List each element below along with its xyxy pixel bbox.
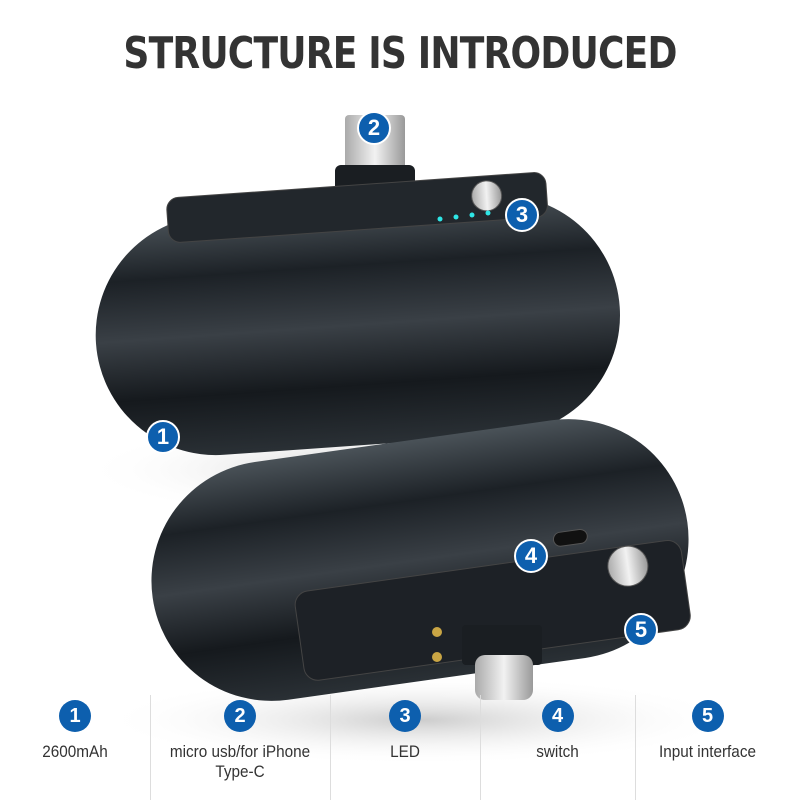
legend-item: 5 Input interface <box>635 695 780 800</box>
page-title: STRUCTURE IS INTRODUCED <box>123 28 677 79</box>
legend-label-line1: micro usb/for iPhone <box>169 742 311 761</box>
callout-badge-2: 2 <box>357 111 391 145</box>
divider <box>330 695 331 800</box>
legend-item: 4 switch <box>480 695 635 800</box>
legend-badge: 3 <box>389 700 421 732</box>
legend-label: switch <box>536 742 579 761</box>
top-power-bank <box>95 115 621 456</box>
legend-label-line2: Type-C <box>215 762 265 781</box>
callout-badge-3: 3 <box>505 198 539 232</box>
callout-badge-1: 1 <box>146 420 180 454</box>
callout-badge-4: 4 <box>514 539 548 573</box>
legend-badge: 2 <box>224 700 256 732</box>
divider <box>150 695 151 800</box>
type-c-connector <box>475 655 533 700</box>
legend-badge: 1 <box>59 700 91 732</box>
legend-badge: 4 <box>541 700 574 732</box>
legend-item: 1 2600mAh <box>0 695 150 800</box>
callout-badge-5: 5 <box>624 613 658 647</box>
legend-label: Input interface <box>659 742 756 761</box>
legend-label: 2600mAh <box>42 742 108 761</box>
divider <box>635 695 636 800</box>
legend-label: LED <box>390 742 420 761</box>
led-indicators <box>437 210 491 222</box>
divider <box>480 695 481 800</box>
legend-badge: 5 <box>691 700 724 732</box>
bottom-power-bank <box>151 419 691 701</box>
legend-item: 3 LED <box>330 695 480 800</box>
